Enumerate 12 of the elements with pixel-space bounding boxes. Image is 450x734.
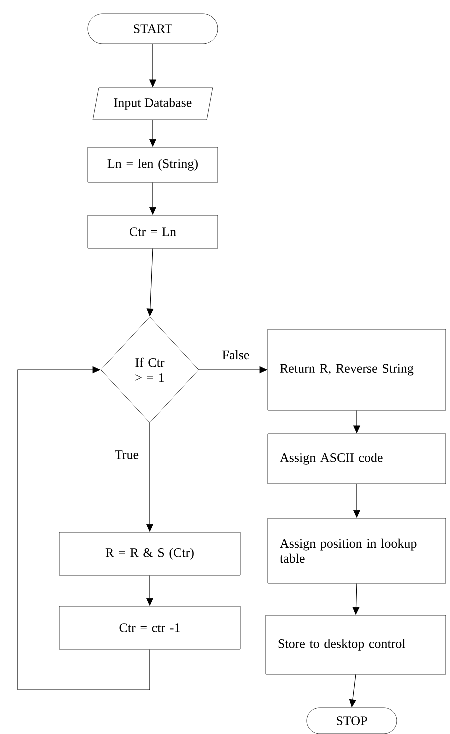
- edge-label: False: [221, 349, 251, 361]
- process-box: Assign ASCII code: [268, 434, 446, 484]
- process-box: Return R, Reverse String: [268, 329, 446, 411]
- process-box: R = R & S (Ctr): [59, 532, 241, 576]
- input-parallelogram: Input Database: [92, 88, 214, 120]
- arrow: [18, 366, 150, 690]
- process-box: Ctr = Ln: [88, 215, 218, 249]
- process-box: Ctr = ctr -1: [59, 606, 241, 650]
- edge-label: True: [114, 450, 140, 460]
- process-box: Assign position in lookup table: [268, 518, 446, 584]
- process-box: Ln = len (String): [88, 147, 218, 183]
- process-box: Store to desktop control: [266, 615, 446, 675]
